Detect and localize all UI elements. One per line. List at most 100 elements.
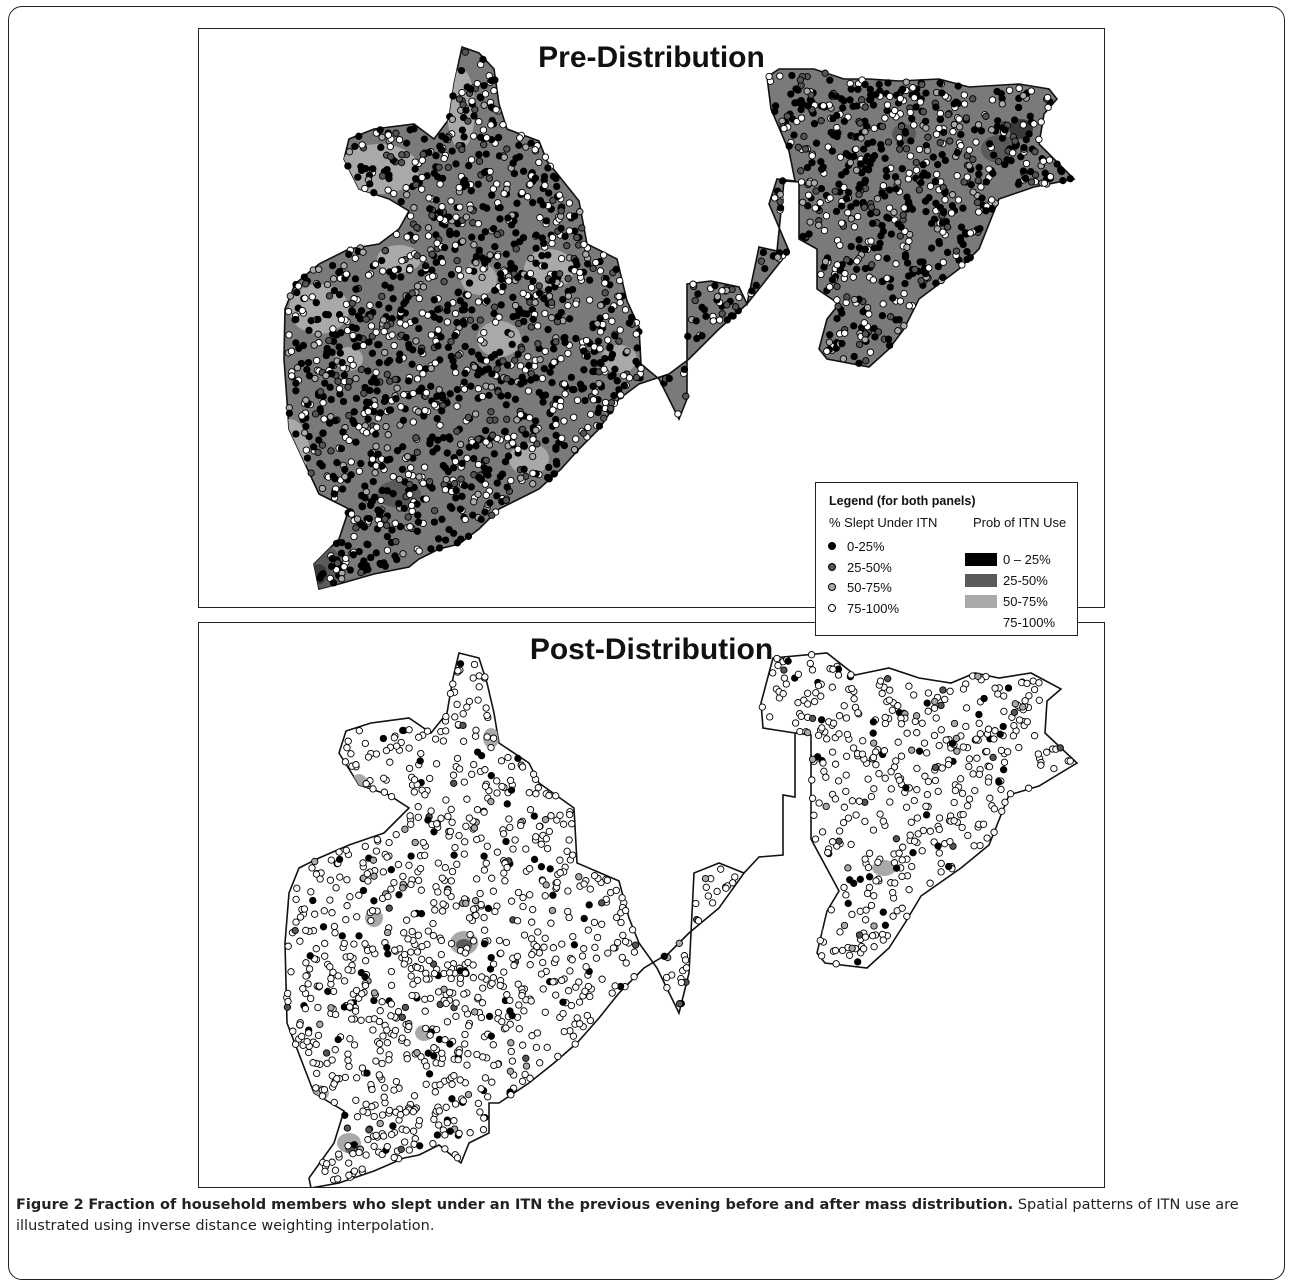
household-point	[782, 248, 791, 256]
household-point	[589, 367, 597, 376]
household-point	[322, 1160, 331, 1168]
household-point	[621, 937, 630, 946]
household-point	[474, 435, 482, 443]
household-point	[948, 202, 957, 210]
household-point	[797, 712, 805, 720]
household-point	[872, 91, 880, 99]
household-point	[861, 855, 869, 863]
household-point	[328, 1056, 336, 1064]
household-point	[581, 396, 589, 405]
household-point	[464, 532, 473, 540]
household-point	[982, 112, 990, 120]
household-point	[286, 292, 294, 300]
household-point	[559, 295, 567, 304]
household-point	[438, 907, 447, 915]
household-point	[922, 89, 930, 97]
household-point	[453, 427, 461, 435]
household-point	[927, 244, 936, 252]
household-point	[411, 158, 419, 166]
household-point	[393, 555, 401, 564]
household-point	[608, 989, 616, 997]
household-point	[462, 213, 471, 221]
household-point	[439, 900, 447, 908]
household-point	[842, 714, 851, 722]
household-point	[369, 856, 378, 864]
household-point	[879, 182, 888, 190]
household-point	[832, 960, 840, 968]
household-point	[409, 1108, 417, 1116]
household-point	[412, 434, 420, 442]
household-point	[459, 317, 467, 326]
household-point	[508, 1057, 517, 1065]
household-point	[784, 657, 792, 665]
household-point	[718, 287, 726, 295]
household-point	[808, 666, 817, 674]
household-point	[936, 79, 944, 87]
household-point	[892, 864, 901, 872]
household-point	[924, 689, 933, 697]
household-point	[848, 944, 856, 952]
household-point	[456, 1076, 464, 1084]
household-point	[896, 145, 904, 153]
household-point	[567, 373, 576, 382]
household-point	[418, 156, 426, 164]
household-point	[383, 456, 391, 464]
household-point	[285, 331, 293, 339]
household-point	[340, 939, 348, 948]
household-point	[337, 329, 345, 337]
household-point	[547, 298, 556, 307]
household-point	[519, 902, 527, 911]
household-point	[1019, 167, 1028, 175]
household-point	[394, 1007, 403, 1016]
household-point	[618, 894, 626, 902]
household-point	[675, 939, 683, 947]
household-point	[887, 785, 895, 793]
household-point	[785, 142, 793, 150]
household-point	[460, 990, 468, 998]
household-point	[428, 484, 436, 492]
household-point	[470, 454, 478, 463]
household-point	[466, 316, 475, 324]
household-point	[385, 406, 394, 414]
household-point	[886, 313, 895, 321]
household-point	[850, 295, 859, 304]
household-point	[300, 429, 309, 437]
household-point	[442, 712, 450, 721]
household-point	[462, 822, 470, 830]
household-point	[794, 143, 803, 151]
household-point	[903, 243, 911, 251]
household-point	[493, 230, 502, 239]
household-point	[475, 150, 483, 159]
household-point	[474, 385, 483, 393]
household-point	[507, 1039, 515, 1047]
household-point	[383, 1026, 391, 1034]
household-point	[729, 312, 737, 320]
household-point	[840, 803, 849, 811]
household-point	[950, 719, 959, 728]
household-point	[480, 168, 489, 177]
household-point	[1045, 156, 1054, 164]
household-point	[480, 81, 488, 90]
household-point	[292, 339, 300, 347]
household-point	[791, 719, 800, 727]
household-point	[957, 130, 965, 139]
household-point	[932, 103, 940, 111]
household-point	[901, 129, 910, 137]
household-point	[536, 214, 544, 222]
household-point	[363, 540, 371, 548]
household-point	[285, 409, 294, 417]
household-point	[305, 965, 314, 973]
household-point	[874, 253, 882, 261]
household-point	[407, 948, 415, 956]
household-point	[345, 436, 353, 445]
household-point	[338, 575, 346, 583]
household-point	[729, 879, 737, 887]
household-point	[823, 347, 831, 355]
household-point	[335, 343, 343, 351]
household-point	[595, 422, 604, 430]
household-point	[617, 918, 625, 927]
household-point	[532, 426, 540, 434]
household-point	[364, 407, 372, 416]
household-point	[960, 178, 968, 186]
household-point	[456, 505, 465, 513]
